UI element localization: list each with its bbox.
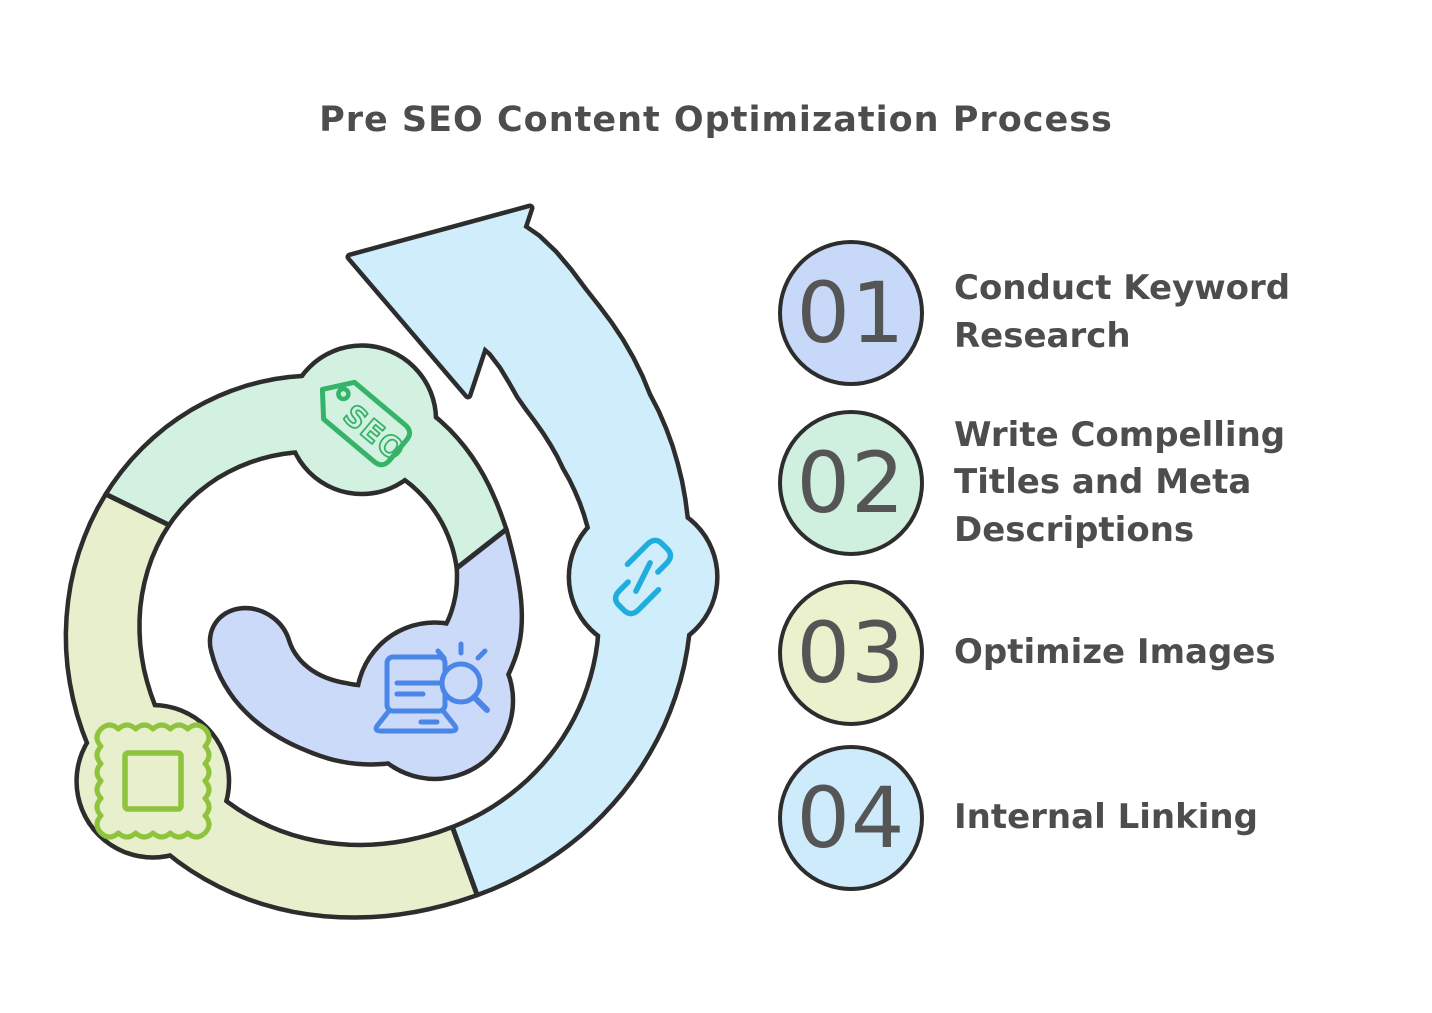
- icon-bump: [289, 347, 434, 492]
- step-2-number-circle: 02: [778, 410, 924, 556]
- segment-divider: [449, 824, 481, 898]
- step-row-4: 04 Internal Linking: [778, 745, 1338, 891]
- step-4-number-circle: 04: [778, 745, 924, 891]
- step-4-label: Internal Linking: [954, 797, 1258, 838]
- segment-step-4: [453, 224, 689, 894]
- segment-divider: [103, 491, 172, 529]
- step-2-label: Write Compelling Titles and Meta Descrip…: [954, 414, 1286, 550]
- link-icon: [612, 537, 674, 617]
- icon-bump: [78, 707, 227, 856]
- icon-bump: [358, 624, 511, 777]
- step-row-3: 03 Optimize Images: [778, 580, 1338, 726]
- step-row-2: 02 Write Compelling Titles and Meta Desc…: [778, 410, 1338, 556]
- step-1-number: 01: [796, 264, 906, 362]
- step-4-number: 04: [796, 769, 906, 867]
- step-row-1: 01 Conduct Keyword Research: [778, 240, 1338, 386]
- step-3-number-circle: 03: [778, 580, 924, 726]
- step-2-number: 02: [796, 434, 906, 532]
- arrow-head: [350, 208, 530, 395]
- segment-divider: [454, 526, 509, 571]
- page-title: Pre SEO Content Optimization Process: [319, 100, 1113, 140]
- step-3-label: Optimize Images: [954, 632, 1276, 673]
- step-3-number: 03: [796, 604, 906, 702]
- laptop-search-icon: [373, 641, 490, 734]
- step-1-label: Conduct Keyword Research: [954, 268, 1291, 356]
- step-1-number-circle: 01: [778, 240, 924, 386]
- image-stamp-icon: [94, 722, 212, 840]
